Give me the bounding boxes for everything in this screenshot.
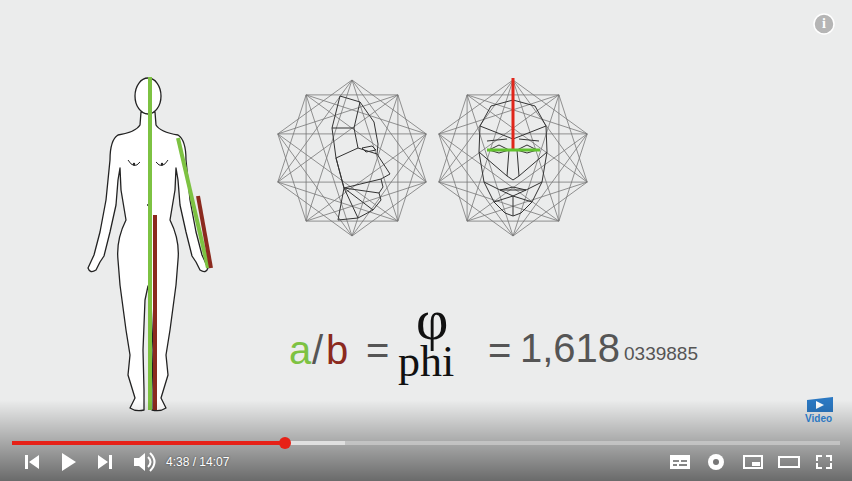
phi-decimals: 0339885: [624, 344, 698, 363]
info-icon: [814, 14, 834, 34]
ratio-b: b: [326, 330, 348, 370]
equals-sign: =: [488, 330, 511, 370]
proportion-lines: [150, 77, 211, 410]
ratio-a: a: [289, 330, 311, 370]
player-bar: [0, 400, 852, 481]
height-line: [512, 78, 515, 150]
logo-text: Video: [805, 414, 832, 424]
phi-word: phi: [398, 340, 454, 384]
body-figure: [88, 78, 208, 411]
progress-played: [12, 441, 285, 445]
ratio-slash: /: [312, 330, 323, 370]
equals-sign: =: [366, 330, 389, 370]
time-display: 4:38 / 14:07: [166, 456, 229, 468]
profile-face: [332, 96, 390, 220]
phi-value: 1,618: [520, 328, 620, 368]
progress-handle: [279, 437, 291, 449]
progress-buffer: [12, 441, 345, 445]
info-letter: i: [814, 14, 834, 34]
player-controls: [25, 453, 832, 471]
eye-width-line: [487, 149, 540, 152]
decagon-grid: [278, 80, 426, 236]
progress-track: [12, 441, 840, 445]
